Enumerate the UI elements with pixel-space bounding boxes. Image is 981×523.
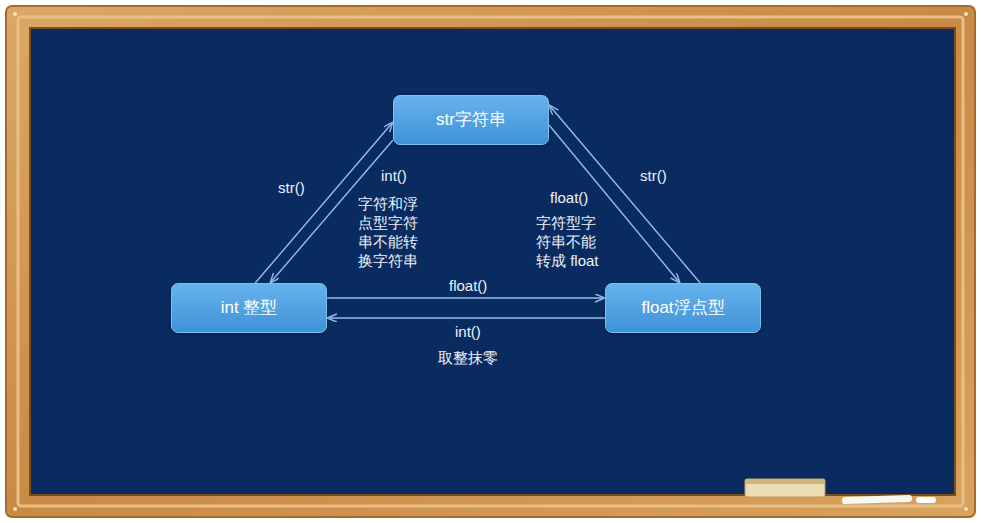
type-box: float浮点型 xyxy=(605,283,761,333)
note-text: 字符型字符串不能转成 float xyxy=(536,213,606,270)
note-text: 字符和浮点型字符串不能转换字符串 xyxy=(358,194,418,270)
function-label: int() xyxy=(381,166,407,185)
type-box: str字符串 xyxy=(393,95,549,145)
conversion-arrow xyxy=(327,317,605,318)
type-box: int 整型 xyxy=(171,283,327,333)
conversion-arrow xyxy=(327,297,605,298)
function-label: float() xyxy=(550,188,588,207)
note-text: 取整抹零 xyxy=(438,348,498,367)
type-name: float浮点型 xyxy=(641,298,724,318)
function-label: float() xyxy=(449,276,487,295)
type-name: str字符串 xyxy=(436,110,506,130)
function-label: str() xyxy=(278,178,305,197)
function-label: str() xyxy=(640,166,667,185)
function-label: int() xyxy=(455,322,481,341)
type-name: int 整型 xyxy=(221,298,278,318)
